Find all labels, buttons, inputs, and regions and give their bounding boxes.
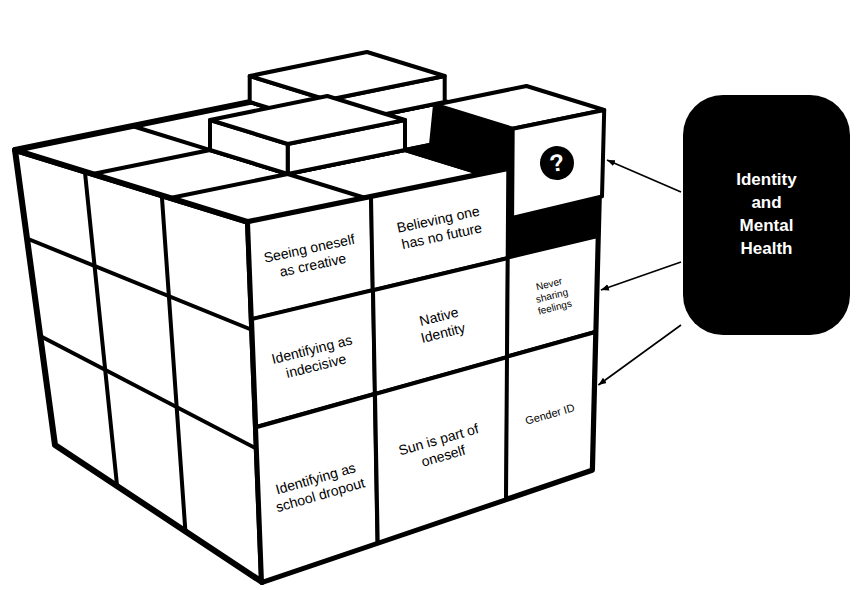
cube-grid-line xyxy=(27,239,252,331)
text-holder: ? xyxy=(538,144,577,183)
cube-cell-face xyxy=(506,332,595,499)
cube-cell-face xyxy=(375,357,507,543)
cube-grid-line xyxy=(162,195,186,531)
cube-piece-top xyxy=(210,96,405,144)
cube-cell: Sun is part of oneself xyxy=(375,357,507,543)
question-cube: ? xyxy=(431,86,604,218)
arrow-connector xyxy=(601,262,681,290)
arrow-connector xyxy=(607,160,681,192)
cell-outline xyxy=(431,86,604,218)
cube-grid-line xyxy=(40,336,257,449)
cube-grid-line xyxy=(85,172,117,487)
cube-cell: Identifying as school dropout xyxy=(256,394,378,582)
arrow-connector xyxy=(598,325,681,385)
cube-piece-top xyxy=(250,52,445,100)
question-mark: ? xyxy=(538,144,577,183)
cube-piece-front xyxy=(512,110,604,218)
text-holder: Identity and Mental Health xyxy=(725,169,809,261)
cube-cell: Gender ID xyxy=(506,332,595,499)
topic-label: Identity and Mental Health xyxy=(725,169,809,261)
cube-front-face xyxy=(248,150,600,582)
cube-cell-face xyxy=(256,394,378,582)
topic-box: Identity and Mental Health xyxy=(683,95,850,335)
